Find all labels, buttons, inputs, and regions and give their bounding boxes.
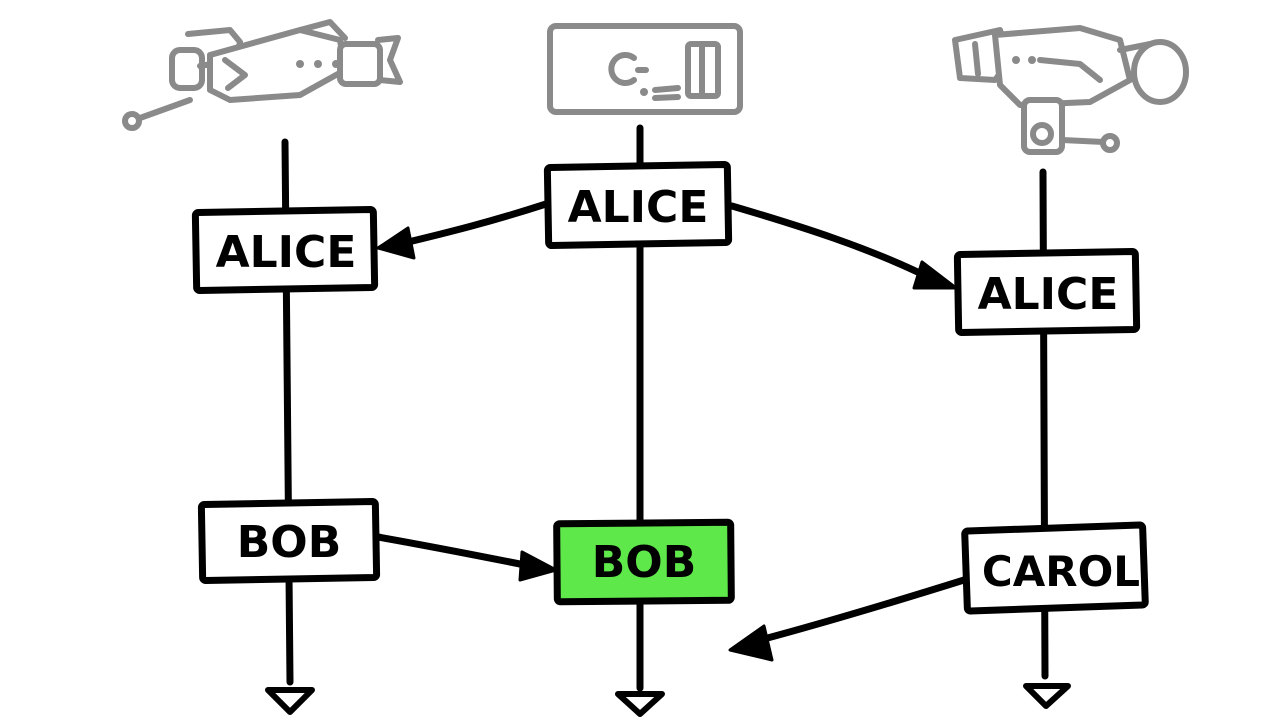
server-icon <box>547 23 743 115</box>
arrow-left-to-center <box>374 533 558 582</box>
node-label: ALICE <box>216 227 357 278</box>
arrow-center-to-left <box>376 200 550 260</box>
lane-end-marker-right <box>1023 683 1071 709</box>
lane-end-marker-left <box>265 687 315 715</box>
node-center-top: ALICE <box>543 160 733 250</box>
arrow-center-to-right <box>728 202 958 290</box>
satellite-icon <box>952 25 1189 155</box>
node-right-top: ALICE <box>953 248 1141 336</box>
node-label: ALICE <box>978 269 1119 320</box>
node-left-bottom: BOB <box>197 498 381 584</box>
node-label: CAROL <box>982 547 1140 596</box>
node-left-top: ALICE <box>191 206 379 294</box>
node-label: ALICE <box>568 182 709 233</box>
arrow-right-to-dangling <box>728 576 968 662</box>
node-label: BOB <box>237 517 341 568</box>
node-right-bottom: CAROL <box>961 521 1149 615</box>
satellite-icon <box>122 19 403 131</box>
node-center-bottom-highlighted: BOB <box>553 518 735 606</box>
lane-end-marker-center <box>615 691 665 717</box>
node-label: BOB <box>592 537 696 588</box>
